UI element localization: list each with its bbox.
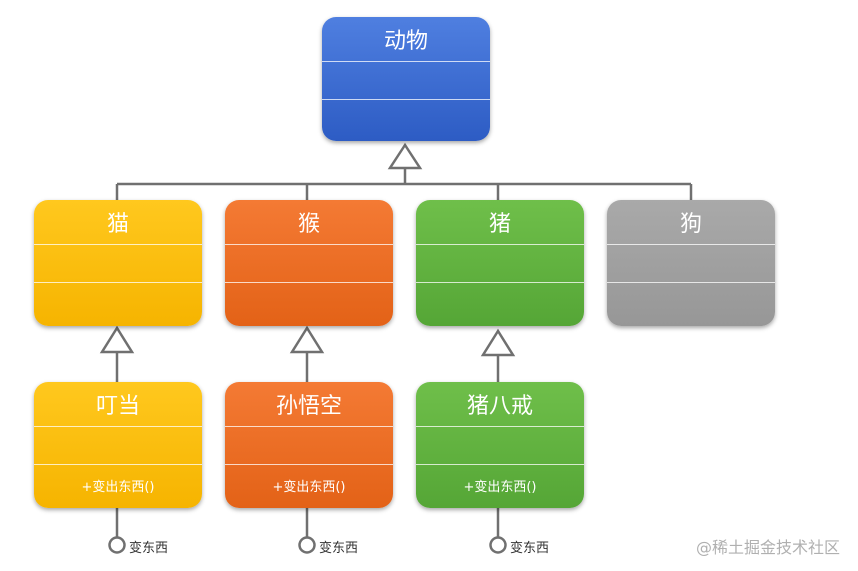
class-operations (225, 283, 393, 323)
interface-circle-icon (489, 536, 507, 554)
class-name: 猴 (225, 200, 393, 245)
class-operation: +变出东西() (81, 479, 155, 495)
interface-label: 变东西 (510, 541, 550, 556)
class-operations (416, 283, 584, 323)
class-box-zhubajie: 猪八戒 +变出东西() (416, 382, 584, 508)
class-operations (322, 100, 490, 140)
class-attributes (225, 245, 393, 283)
class-name: 猪 (416, 200, 584, 245)
class-operations (607, 283, 775, 323)
class-name: 猪八戒 (416, 382, 584, 427)
class-name: 动物 (322, 17, 490, 62)
inheritance-arrow-icon (480, 328, 516, 357)
watermark: @稀土掘金技术社区 (695, 538, 840, 557)
interface-label: 变东西 (319, 541, 359, 556)
class-attributes (416, 245, 584, 283)
class-box-dingdang: 叮当 +变出东西() (34, 382, 202, 508)
class-name: 狗 (607, 200, 775, 245)
class-attributes (322, 62, 490, 100)
class-attributes (607, 245, 775, 283)
class-box-pig: 猪 (416, 200, 584, 326)
class-name: 叮当 (34, 382, 202, 427)
class-operation: +变出东西() (463, 479, 537, 495)
class-name: 猫 (34, 200, 202, 245)
class-attributes (416, 427, 584, 465)
interface-circle-icon (108, 536, 126, 554)
class-attributes (34, 427, 202, 465)
class-attributes (225, 427, 393, 465)
class-operations (34, 283, 202, 323)
class-name: 孙悟空 (225, 382, 393, 427)
class-operation: +变出东西() (272, 479, 346, 495)
class-box-dog: 狗 (607, 200, 775, 326)
inheritance-arrow-icon (99, 325, 135, 354)
class-box-monkey: 猴 (225, 200, 393, 326)
interface-circle-icon (298, 536, 316, 554)
class-attributes (34, 245, 202, 283)
class-box-cat: 猫 (34, 200, 202, 326)
inheritance-arrow-icon (289, 325, 325, 354)
class-box-animal: 动物 (322, 17, 490, 141)
class-box-sunwukong: 孙悟空 +变出东西() (225, 382, 393, 508)
interface-label: 变东西 (129, 541, 169, 556)
inheritance-arrow-icon (387, 142, 423, 170)
